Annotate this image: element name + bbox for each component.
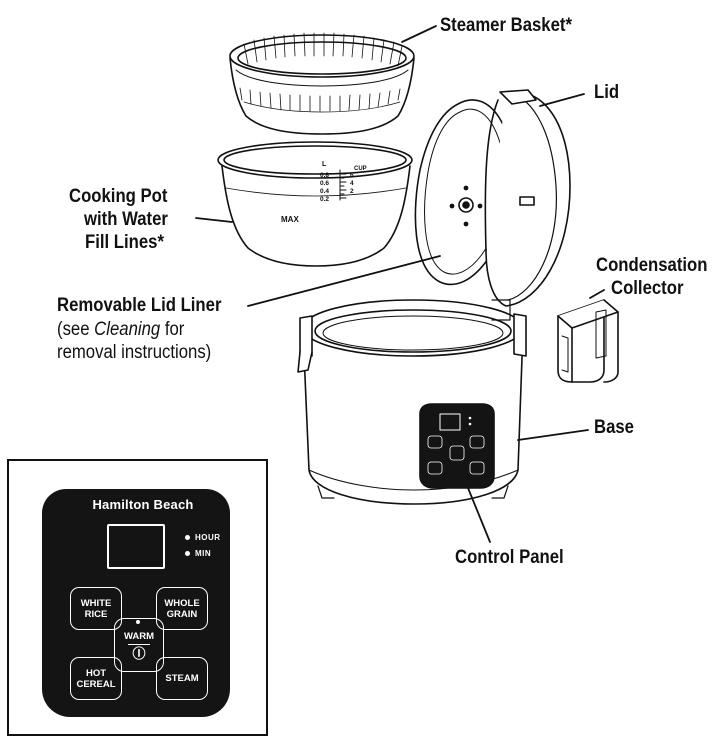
control-panel-label: Control Panel — [455, 547, 564, 568]
cooking-pot-label-line1: Cooking Pot — [69, 186, 168, 207]
steam-button[interactable]: STEAM — [156, 657, 208, 700]
leader-lines — [195, 25, 605, 543]
lid-liner-note-line1: (see Cleaning for — [57, 319, 185, 340]
time-display — [107, 524, 165, 569]
warm-label: WARM — [123, 630, 155, 642]
indicator-dot-icon — [185, 535, 190, 541]
pot-tick-label-cup: 2 — [350, 188, 354, 195]
base-control-panel — [419, 403, 495, 489]
pot-tick-label-cup: 4 — [350, 180, 354, 187]
whole-grain-button[interactable]: WHOLE GRAIN — [156, 587, 208, 630]
cooking-pot — [217, 141, 413, 267]
hour-indicator: HOUR — [185, 533, 221, 542]
pot-scale-unit-cup: CUP — [354, 166, 367, 172]
min-indicator: MIN — [185, 549, 211, 558]
condensation-collector — [557, 299, 619, 383]
pot-tick-label: 0.2 — [320, 196, 329, 203]
pot-scale-unit-l: L — [322, 161, 327, 168]
lid-liner-note-line2: removal instructions) — [57, 342, 212, 363]
lid — [484, 89, 571, 307]
indicator-dot-icon — [185, 551, 190, 557]
lid-label: Lid — [594, 82, 620, 103]
steamer-basket-label: Steamer Basket* — [440, 15, 572, 36]
warm-divider — [128, 643, 150, 646]
removable-lid-liner-label: Removable Lid Liner — [57, 295, 222, 316]
condensation-collector-label-line2: Collector — [611, 278, 684, 299]
condensation-collector-label-line1: Condensation — [596, 255, 708, 276]
pot-tick-label-cup: 6 — [350, 172, 354, 179]
warm-indicator-light — [136, 620, 140, 624]
cleaning-reference: Cleaning — [94, 319, 161, 340]
white-rice-button[interactable]: WHITE RICE — [70, 587, 122, 630]
brand-logo: Hamilton Beach — [92, 497, 194, 512]
cooker-base — [297, 299, 527, 505]
pot-tick-label: 0.8 — [320, 172, 329, 179]
hot-cereal-button[interactable]: HOT CEREAL — [70, 657, 122, 700]
power-icon: Ⓘ — [132, 646, 146, 662]
cooking-pot-label-line2: with Water — [84, 209, 168, 230]
steamer-basket — [229, 32, 415, 135]
base-label: Base — [594, 417, 634, 438]
pot-max-mark: MAX — [281, 215, 299, 224]
warm-power-button[interactable]: WARM Ⓘ — [114, 618, 164, 672]
pot-tick-label: 0.6 — [320, 180, 329, 187]
cooking-pot-label-line3: Fill Lines* — [85, 232, 164, 253]
pot-tick-label: 0.4 — [320, 188, 329, 195]
